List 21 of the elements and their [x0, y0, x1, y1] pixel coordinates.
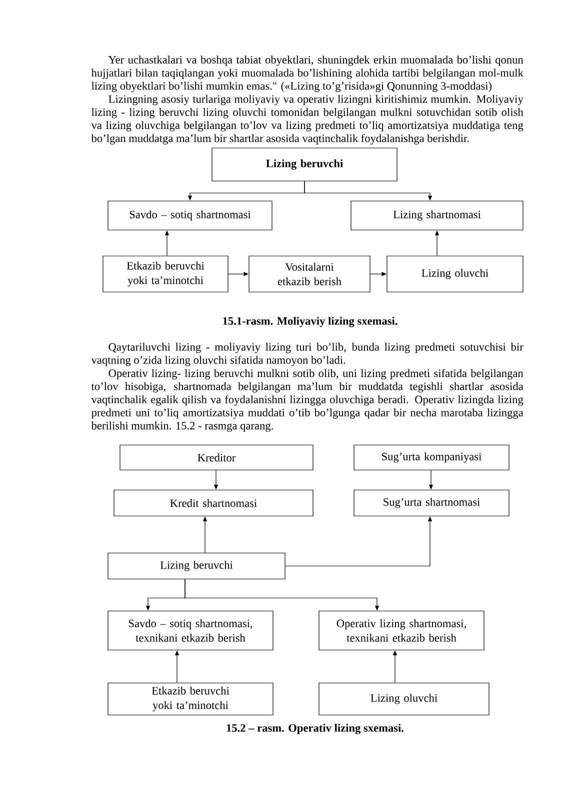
- flow-box: Kredit shartnomasi: [114, 490, 314, 516]
- flow-box: Kreditor: [120, 444, 314, 470]
- flow-box: Lizing oluvchi: [318, 682, 490, 716]
- flow-box: Sug’urta shartnomasi: [354, 490, 510, 516]
- flow-box: Sug’urta kompaniyasi: [354, 444, 510, 470]
- figure-caption: 15.2 – rasm. Operativ lizing sxemasi.: [226, 724, 404, 734]
- flow-box: Etkazib beruvchi yoki ta’minotchi: [102, 256, 228, 292]
- flow-box: Savdo – sotiq shartnomasi: [108, 200, 272, 230]
- flow-box: Savdo – sotiq shartnomasi, texnikani etkazib berish: [108, 610, 274, 650]
- paragraph: Qaytariluvchi lizing - moliyaviy lizing turi bo’lib, bunda lizing predmeti sotuvchisi bir vaqtning o’zida lizing oluvchi sifatida namoyon bo’ladi.: [91, 342, 524, 366]
- figure-caption: 15.1-rasm. Moliyaviy lizing sxemasi.: [223, 316, 398, 328]
- flow-box: Lizing beruvchi: [212, 148, 398, 182]
- flow-box: Vositalarni etkazib berish: [248, 256, 370, 292]
- flow-box: Lizing oluvchi: [386, 256, 524, 292]
- flow-box: Lizing beruvchi: [108, 552, 286, 580]
- flow-box: Etkazib beruvchi yoki ta’minotchi: [108, 682, 274, 716]
- paragraph: Operativ lizing- lizing beruvchi mulkni sotib olib, uni lizing predmeti sifatida belgilangan to’lov hisobiga, shartnomada belgilangan ma’lum bir muddatda tegishli shartlar asosida vaqtinchalik egalik qilish va foydalanishni lizingga oluvchiga beradi. Operativ lizingda lizing predmeti uni to’liq amortizatsiya muddati o’tib bo’lgunga qadar bir necha marotaba lizingga berilishi mumkin. 15.2 - rasmga qarang.: [91, 369, 524, 432]
- flow-box: Lizing shartnomasi: [350, 200, 524, 230]
- paragraph: Yer uchastkalari va boshqa tabiat obyektlari, shuningdek erkin muomalada bo’lishi qonun hujjatlari bilan taqiqlangan yoki muomalada bo’lishining alohida tartibi belgilangan mol-mulk lizing obyektlari bo’lishi mumkin emas." («Lizing to’g’risida»gi Qonunning 3-moddasi): [91, 56, 524, 92]
- paragraph: Lizingning asosiy turlariga moliyaviy va operativ lizingni kiritishimiz mumkin. Moliyaviy lizing - lizing beruvchi lizing oluvchi tomonidan belgilangan mulkni sotuvchidan sotib olish va lizing oluvchiga belgilangan to’lov va lizing predmeti to’liq amortizatsiya muddatiga teng bo’lgan muddatga ma’lum bir shartlar asosida vaqtinchalik foydalanishga berishdir.: [91, 94, 524, 144]
- flow-box: Operativ lizing shartnomasi, texnikani etkazib berish: [318, 610, 484, 650]
